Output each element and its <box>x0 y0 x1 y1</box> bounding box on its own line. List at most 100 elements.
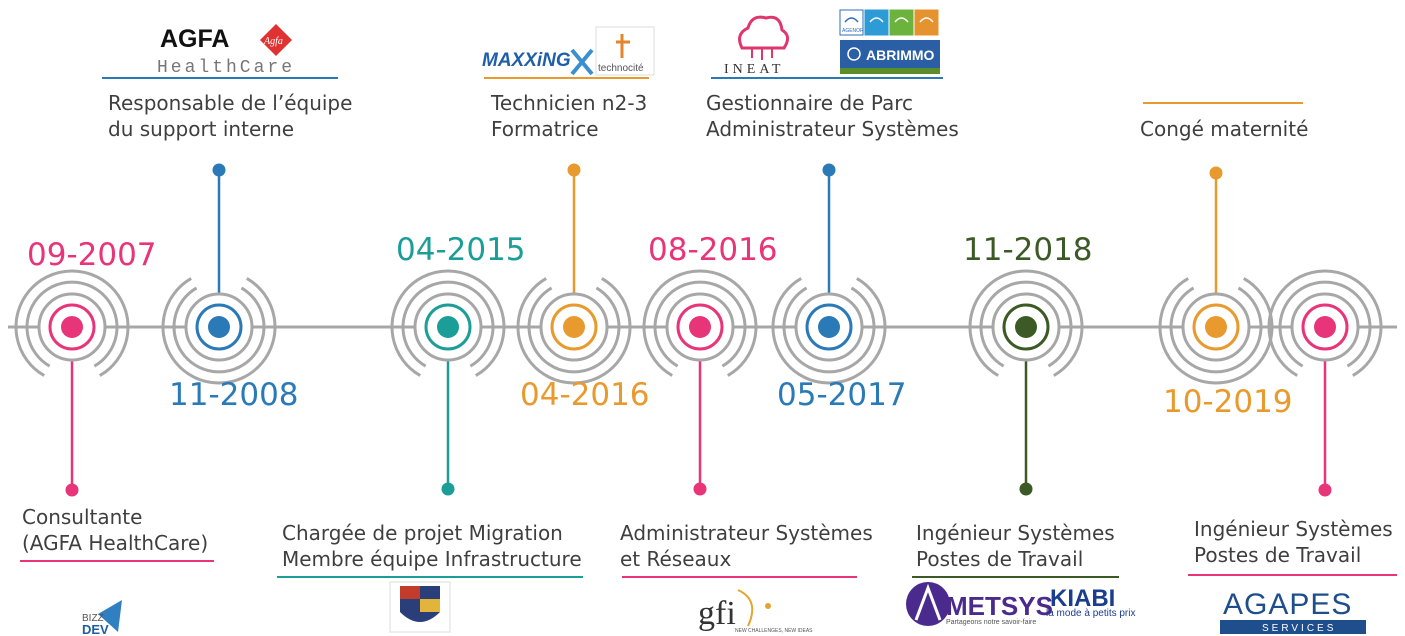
stem-end-dot <box>1019 482 1033 496</box>
timeline-node <box>14 269 130 497</box>
timeline-node <box>161 163 277 385</box>
title-underline <box>20 560 214 562</box>
crest-logo <box>389 581 451 633</box>
job-title-line1: Gestionnaire de Parc <box>706 91 914 115</box>
agenor-tile <box>914 9 939 36</box>
outer-arc <box>14 269 130 377</box>
metsys-tagline: Partageons notre savoir-faire <box>946 619 1036 626</box>
job-title-line1: Consultante <box>22 505 143 529</box>
date-label: 05-2017 <box>777 377 907 413</box>
job-title-line2: et Réseaux <box>620 547 732 571</box>
healthcare-text: HealthCare <box>157 58 295 78</box>
maxxing-text: MAXXiNG <box>482 50 571 71</box>
crest-quarter <box>400 586 420 599</box>
agfa-mark-text: Agfa <box>263 36 283 47</box>
date-label: 04-2016 <box>520 377 650 413</box>
job-title-line1: Responsable de l’équipe <box>108 91 353 115</box>
outer-arc <box>1267 269 1383 377</box>
outer-arc <box>771 277 887 385</box>
timeline-node <box>968 269 1084 496</box>
node-dot <box>1205 316 1227 338</box>
inner-arc <box>1278 280 1372 368</box>
title-underline <box>277 576 583 578</box>
outer-arc <box>390 269 506 377</box>
bizzdev-triangle-icon <box>98 600 122 632</box>
stem-end-dot <box>1209 166 1223 180</box>
date-label: 11-2018 <box>963 232 1093 268</box>
bizzdev-text: DEV <box>82 622 109 636</box>
agenor-wifi-icon <box>844 17 859 23</box>
node-dot <box>61 316 83 338</box>
agapes-band <box>1220 620 1366 634</box>
title-underline <box>622 576 857 578</box>
bizzdev-text: BIZZ <box>82 613 104 624</box>
timeline-node <box>390 269 506 496</box>
date-label: 04-2015 <box>396 232 526 268</box>
job-title-line1: Administrateur Systèmes <box>620 521 873 545</box>
agapes-logo: AGAPES SERVICES <box>1220 588 1366 634</box>
job-title-line2: Administrateur Systèmes <box>706 117 959 141</box>
technocite-text: technocité <box>598 63 644 74</box>
inner-arc <box>401 280 495 368</box>
agapes-text: AGAPES <box>1223 588 1352 621</box>
maxxing-logo: MAXXiNG technocité <box>482 26 655 76</box>
agfa-text: AGFA <box>160 25 229 53</box>
agenor-wifi-icon <box>894 17 909 23</box>
gfi-dot-icon <box>765 603 771 609</box>
job-title-line1: Ingénieur Systèmes <box>916 521 1115 545</box>
abrimmo-text: ABRIMMO <box>866 47 935 63</box>
abrimmo-band <box>840 68 940 74</box>
agapes-services-text: SERVICES <box>1262 623 1336 634</box>
metsys-a-icon <box>914 583 942 621</box>
agenor-wifi-icon <box>869 17 884 23</box>
job-title-line1: Ingénieur Systèmes <box>1194 517 1393 541</box>
agenor-tile <box>889 9 914 36</box>
job-title-line2: Postes de Travail <box>916 547 1084 571</box>
stem-end-dot <box>1318 483 1332 497</box>
inner-arc <box>527 286 621 374</box>
stem-end-dot <box>822 163 836 177</box>
job-title-line2: (AGFA HealthCare) <box>22 531 209 555</box>
inner-arc <box>25 280 119 368</box>
timeline-node <box>642 269 758 496</box>
job-title-line2: Membre équipe Infrastructure <box>282 547 582 571</box>
abrimmo-emblem-icon <box>847 47 861 61</box>
job-title-line1: Congé maternité <box>1140 117 1309 141</box>
date-label: 09-2007 <box>27 237 157 273</box>
stem-end-dot <box>441 482 455 496</box>
job-title-line1: Chargée de projet Migration <box>282 521 563 545</box>
date-label: 10-2019 <box>1163 384 1293 420</box>
agenor-tile <box>839 9 864 36</box>
timeline-node <box>771 163 887 385</box>
title-underline <box>912 576 1119 578</box>
outer-arc <box>968 269 1084 377</box>
kiabi-text: KIABI <box>1050 585 1115 612</box>
stem-end-dot <box>567 163 581 177</box>
technocite-t-icon <box>616 34 630 58</box>
inner-arc <box>782 286 876 374</box>
inner-arc <box>653 280 747 368</box>
inner-arc <box>979 280 1073 368</box>
title-underline <box>484 77 649 79</box>
outer-arc <box>516 277 632 385</box>
job-title-line1: Technicien n2-3 <box>491 91 648 115</box>
gfi-tagline: NEW CHALLENGES, NEW IDEAS <box>735 628 813 634</box>
title-underline <box>1188 574 1397 576</box>
node-dot <box>689 316 711 338</box>
crest-quarter <box>420 599 440 612</box>
outer-arc <box>161 277 277 385</box>
inner-arc <box>1169 286 1263 374</box>
job-title-line2: Formatrice <box>491 117 599 141</box>
job-title-line2: Postes de Travail <box>1194 543 1362 567</box>
agenor-tile <box>864 9 889 36</box>
cloud-icon <box>738 15 789 50</box>
node-dot <box>208 316 230 338</box>
agfa-diamond-icon <box>260 24 292 56</box>
technocite-frame <box>595 26 655 76</box>
timeline-node <box>1267 269 1383 497</box>
gfi-text: gfi <box>698 595 736 632</box>
timeline-node <box>516 163 632 385</box>
